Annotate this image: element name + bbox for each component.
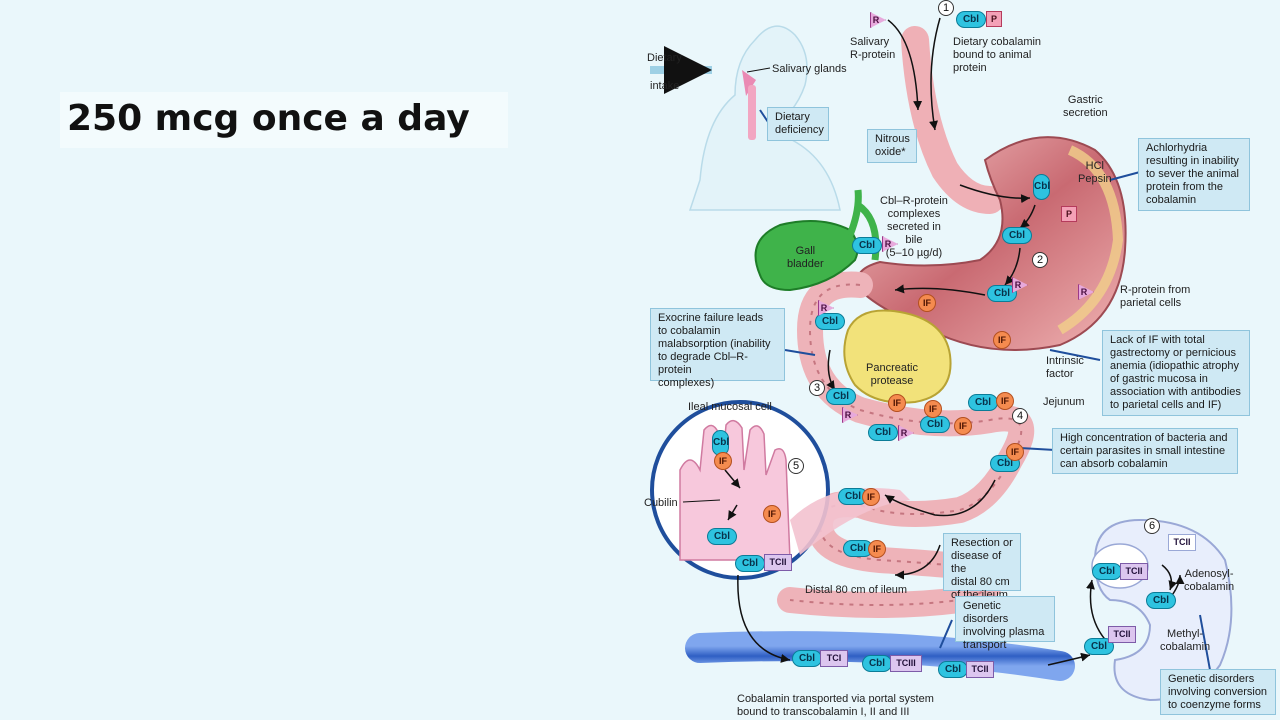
step-3: 3 — [809, 380, 825, 396]
label-rprotein-parietal: R-protein from parietal cells — [1120, 284, 1191, 309]
label-intrinsic-factor: Intrinsic factor — [1046, 355, 1084, 380]
salivary-gland-shape — [742, 70, 756, 96]
pancreas-shape — [843, 309, 952, 404]
cbl-tag: Cbl — [1084, 638, 1114, 655]
if-tag: IF — [862, 488, 880, 506]
cbl-tag: Cbl — [735, 555, 765, 572]
cbl-tag: Cbl — [938, 661, 968, 678]
box-bacteria: High concentration of bacteria and certa… — [1052, 428, 1238, 474]
cbl-tag: Cbl — [987, 285, 1017, 302]
cbl-tag: Cbl — [868, 424, 898, 441]
esophagus-tube — [901, 26, 1004, 214]
label-cbl-r-complexes: Cbl–R-protein complexes secreted in bile… — [880, 195, 948, 259]
box-achlorhydria: Achlorhydria resulting in inability to s… — [1138, 138, 1250, 211]
if-tag: IF — [993, 331, 1011, 349]
label-jejunum: Jejunum — [1043, 396, 1085, 408]
box-dietary-deficiency: Dietary deficiency — [767, 107, 829, 141]
tcii-tag: TCII — [966, 661, 994, 678]
if-tag: IF — [954, 417, 972, 435]
p-tag: P — [1061, 206, 1077, 222]
label-salivary-glands: Salivary glands — [772, 63, 847, 75]
label-dietary: Dietary — [647, 52, 682, 64]
label-pancreatic-protease: Pancreatic protease — [866, 362, 918, 387]
box-lack-if: Lack of IF with total gastrectomy or per… — [1102, 330, 1250, 416]
label-distal-ileum: Distal 80 cm of ileum — [805, 584, 908, 596]
if-tag: IF — [888, 394, 906, 412]
cbl-tag: Cbl — [826, 388, 856, 405]
p-tag: P — [986, 11, 1002, 27]
label-adenosyl: Adenosyl- cobalamin — [1184, 568, 1235, 593]
if-tag: IF — [763, 505, 781, 523]
if-tag: IF — [1006, 443, 1024, 461]
tcii-tag: TCII — [764, 554, 792, 571]
box-nitrous-oxide: Nitrous oxide* — [867, 129, 917, 163]
if-tag: IF — [868, 540, 886, 558]
label-cubilin: Cubilin — [644, 497, 678, 509]
if-tag: IF — [714, 452, 732, 470]
cbl-tag: Cbl — [956, 11, 986, 28]
cbl-tag: Cbl — [1146, 592, 1176, 609]
tcii-tag: TCII — [1108, 626, 1136, 643]
cbl-tag: Cbl — [1002, 227, 1032, 244]
step-4: 4 — [1012, 408, 1028, 424]
label-salivary-rprotein: Salivary R-protein — [850, 36, 896, 61]
step-1: 1 — [938, 0, 954, 16]
if-tag: IF — [996, 392, 1014, 410]
step-5: 5 — [788, 458, 804, 474]
step-2: 2 — [1032, 252, 1048, 268]
label-hcl-pepsin: HCl Pepsin — [1078, 160, 1112, 185]
tciii-tag: TCIII — [890, 655, 922, 672]
box-resection: Resection or disease of the distal 80 cm… — [943, 533, 1021, 601]
cbl-tag: Cbl — [815, 313, 845, 330]
tcii-tag: TCII — [1168, 534, 1196, 551]
box-coenzyme: Genetic disorders involving conversion t… — [1160, 669, 1276, 715]
esophagus-shape — [748, 85, 756, 140]
tcii-tag: TCII — [1120, 563, 1148, 580]
cbl-tag: Cbl — [792, 650, 822, 667]
tci-tag: TCI — [820, 650, 848, 667]
cbl-tag: Cbl — [968, 394, 998, 411]
label-ileal-cell: Ileal mucosal cell — [688, 401, 772, 413]
cbl-tag: Cbl — [1033, 174, 1050, 200]
portal-vessel — [685, 631, 1075, 681]
dose-title-box: 250 mcg once a day — [60, 92, 508, 148]
box-exocrine-failure: Exocrine failure leads to cobalamin mala… — [650, 308, 785, 389]
cbl-tag: Cbl — [707, 528, 737, 545]
if-tag: IF — [924, 400, 942, 418]
cbl-tag: Cbl — [920, 416, 950, 433]
label-portal: Cobalamin transported via portal system … — [737, 693, 934, 718]
cbl-tag: Cbl — [862, 655, 892, 672]
dose-title: 250 mcg once a day — [67, 98, 470, 139]
label-dietary-cobalamin: Dietary cobalamin bound to animal protei… — [953, 36, 1042, 74]
label-intake: intake — [650, 80, 680, 92]
if-tag: IF — [918, 294, 936, 312]
step-6: 6 — [1144, 518, 1160, 534]
label-gastric-secretion: Gastric secretion — [1063, 94, 1108, 119]
cbl-tag: Cbl — [1092, 563, 1122, 580]
label-gall-bladder: Gall bladder — [787, 245, 824, 270]
ileal-cell-shape — [679, 419, 791, 561]
cbl-tag: Cbl — [852, 237, 882, 254]
box-plasma-transport: Genetic disorders involving plasma trans… — [955, 596, 1055, 651]
label-methyl: Methyl- cobalamin — [1160, 628, 1211, 653]
